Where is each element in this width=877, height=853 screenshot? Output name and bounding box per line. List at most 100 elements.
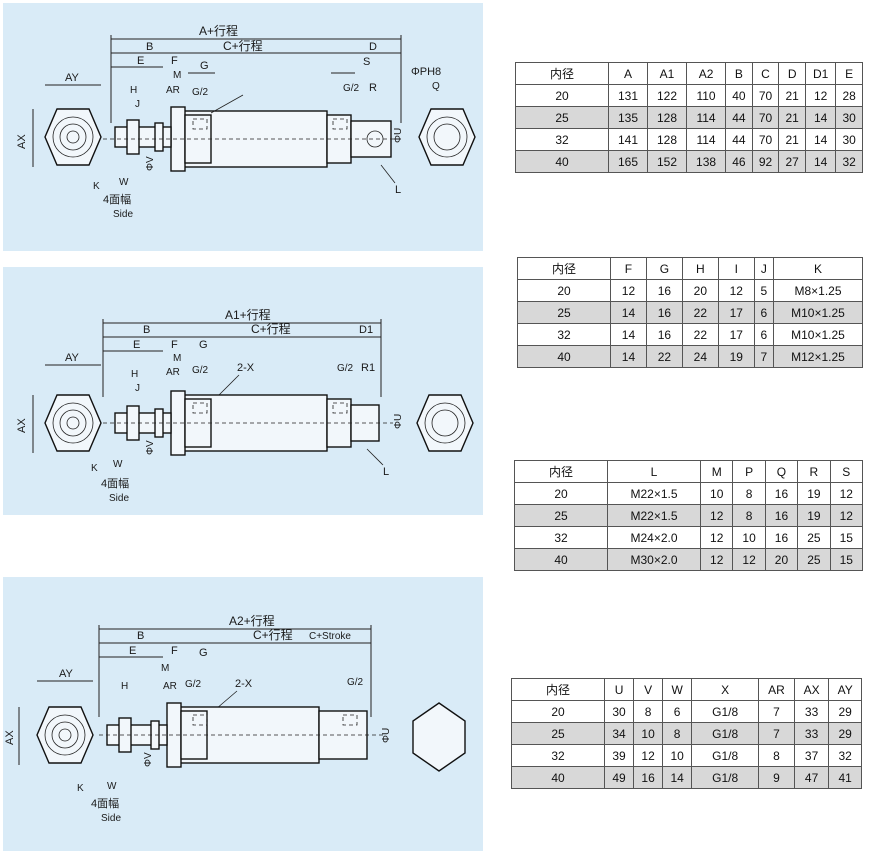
table-header-row: 内径 L M P Q R S: [514, 460, 864, 483]
table-cell: 12: [717, 279, 755, 302]
label-M: M: [173, 353, 181, 364]
table-cell: 29: [828, 700, 862, 723]
table-cell: 8: [662, 722, 693, 745]
table-header: AX: [793, 678, 830, 701]
table-cell: 40: [725, 84, 753, 107]
table-cell: 10: [699, 482, 734, 505]
table-cell: 20: [514, 482, 608, 505]
table-cell: M22×1.5: [607, 482, 701, 505]
table-cell: 114: [686, 106, 727, 129]
table-cell: 15: [829, 526, 864, 549]
table-cell: 32: [828, 744, 862, 767]
label-R: R: [369, 82, 377, 94]
table-cell: 21: [778, 106, 806, 129]
label-F: F: [171, 645, 178, 657]
table-cell: G1/8: [691, 766, 760, 789]
label-AX: AX: [4, 730, 16, 745]
table-cell: M8×1.25: [773, 279, 863, 302]
table-cell: 32: [515, 128, 609, 151]
table-cell: 8: [633, 700, 664, 723]
table-cell: 12: [732, 548, 766, 571]
table-header: D1: [804, 62, 837, 85]
table-header: H: [681, 257, 719, 280]
table-cell: 21: [778, 128, 806, 151]
table-cell: 131: [607, 84, 649, 107]
table-cell: 16: [645, 279, 683, 302]
table-cell: 39: [603, 744, 635, 767]
table-cell: 40: [515, 150, 609, 173]
table-cell: 8: [732, 482, 766, 505]
table-cell: 20: [681, 279, 719, 302]
table-cell: 30: [603, 700, 635, 723]
label-B: B: [146, 41, 153, 53]
label-side-en: Side: [109, 493, 129, 504]
label-overall: A2+行程: [229, 613, 275, 628]
label-E: E: [133, 339, 140, 351]
table-cell: 17: [717, 323, 755, 346]
label-side-cn: 4面幅: [103, 193, 131, 206]
label-G: G: [199, 339, 208, 351]
table-cell: 32: [511, 744, 605, 767]
table-cell: 21: [778, 84, 806, 107]
table-cell: 17: [717, 301, 755, 324]
table-cell: 7: [753, 345, 775, 368]
table-header: P: [732, 460, 766, 483]
label-AR: AR: [166, 85, 180, 96]
label-overall: A+行程: [199, 23, 238, 38]
table-header: S: [829, 460, 864, 483]
table-cell: 37: [793, 744, 830, 767]
label-F: F: [171, 339, 178, 351]
label-AR: AR: [163, 681, 177, 692]
table-cell: 14: [610, 345, 647, 368]
table-header: G: [645, 257, 683, 280]
table-cell: 16: [645, 301, 683, 324]
label-stroke: C+行程: [251, 321, 291, 336]
label-side-cn: 4面幅: [101, 477, 129, 490]
table-cell: 33: [793, 700, 830, 723]
label-D: D: [369, 41, 377, 53]
table-header: A1: [647, 62, 688, 85]
table-cell: 6: [753, 301, 775, 324]
table-cell: 6: [753, 323, 775, 346]
label-F: F: [171, 55, 178, 67]
table-cell: 44: [725, 106, 753, 129]
table-cell: 22: [645, 345, 683, 368]
label-G2a: G/2: [192, 87, 209, 98]
table-cell: 7: [758, 700, 795, 723]
label-side-cn: 4面幅: [91, 797, 119, 810]
table-cell: 14: [610, 323, 647, 346]
table-cell: 165: [607, 150, 649, 173]
table-header: 内径: [514, 460, 608, 483]
label-U: ΦU: [393, 414, 404, 429]
table-cell: M12×1.25: [773, 345, 863, 368]
label-G2b: G/2: [347, 677, 364, 688]
table-cell: 20: [515, 84, 609, 107]
table-cell: 40: [511, 766, 605, 789]
table-cell: 20: [517, 279, 611, 302]
label-PH: ΦPH8: [411, 66, 441, 78]
table-cell: 12: [610, 279, 647, 302]
table-cell: 16: [764, 526, 799, 549]
label-AY: AY: [59, 668, 74, 680]
table-cell: 30: [835, 106, 863, 129]
label-G2b: G/2: [337, 363, 354, 374]
table-cell: 32: [517, 323, 611, 346]
label-X: 2-X: [235, 678, 253, 690]
table-cell: 114: [686, 128, 727, 151]
table-cell: 32: [835, 150, 863, 173]
table-cell: 14: [662, 766, 693, 789]
table-cell: 25: [517, 301, 611, 324]
label-B: B: [143, 324, 150, 336]
clevis-cylinder-drawing: A+行程 B C+行程 D E F G S M G/2 G/2 AR R H J…: [16, 23, 476, 220]
table-cell: 16: [645, 323, 683, 346]
table-header: C: [751, 62, 780, 85]
table-cell: M30×2.0: [607, 548, 701, 571]
table-header: R: [797, 460, 831, 483]
table-cell: 152: [647, 150, 688, 173]
table-cell: 122: [647, 84, 688, 107]
